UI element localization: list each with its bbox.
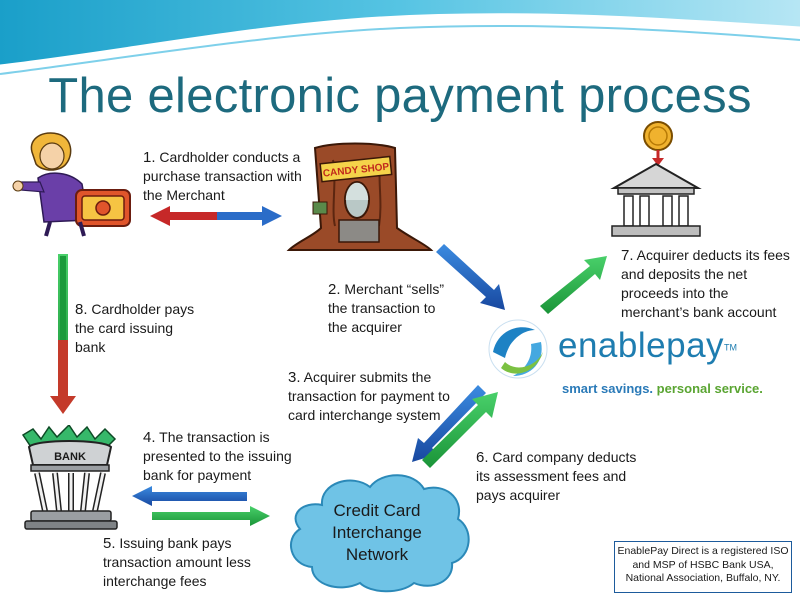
arrow-issuing-bank-to-network [152, 506, 270, 526]
page-title: The electronic payment process [48, 69, 752, 123]
arrow-acquirer-to-network [412, 385, 486, 462]
step-4: 4. The transaction is presented to the i… [143, 429, 292, 483]
brand-name: enablepay [558, 326, 725, 365]
step-3: 3. Acquirer submits the transaction for … [288, 369, 450, 423]
step-2: 2. Merchant “sells” the transaction to t… [328, 281, 444, 335]
cardholder-icon [12, 132, 131, 237]
step-5: 5. Issuing bank pays transaction amount … [103, 535, 251, 589]
header-wave-decoration [0, 0, 800, 75]
acquirer-bank-icon [610, 121, 702, 237]
arrow-cardholder-merchant [150, 206, 282, 226]
brand-tagline: smart savings. personal service. [562, 381, 763, 396]
cloud-label-line3: Network [345, 545, 409, 564]
step-7: 7. Acquirer deducts its fees and deposit… [621, 247, 790, 320]
cloud-label: Credit Card Interchange Network [292, 500, 462, 566]
brand-trademark: TM [724, 342, 738, 353]
arrow-network-to-acquirer [422, 392, 498, 468]
step-1: 1. Cardholder conducts a purchase transa… [143, 149, 302, 203]
bank-sign: BANK [54, 451, 86, 463]
brand-tagline-part1: smart savings. [562, 381, 654, 396]
arrow-cardholder-to-issuing-bank [50, 254, 76, 414]
merchant-candy-shop-icon: CANDY SHOP [286, 142, 434, 251]
enablepay-logo-icon [488, 319, 548, 379]
cloud-label-line2: Interchange [332, 523, 422, 542]
brand-name-group: enablepayTM [558, 326, 737, 366]
step-8: 8. Cardholder pays the card issuing bank [75, 301, 195, 355]
credit-card-network-cloud [290, 474, 470, 593]
arrow-merchant-to-acquirer [436, 244, 505, 310]
issuing-bank-icon: BANK [21, 425, 118, 530]
arrow-network-to-issuing-bank [132, 486, 247, 506]
step-6: 6. Card company deducts its assessment f… [476, 449, 637, 503]
arrow-acquirer-to-merchant-bank [540, 256, 607, 314]
brand-tagline-part2: personal service. [656, 381, 763, 396]
cloud-label-line1: Credit Card [333, 501, 421, 520]
disclaimer-box: EnablePay Direct is a registered ISO and… [614, 541, 792, 593]
